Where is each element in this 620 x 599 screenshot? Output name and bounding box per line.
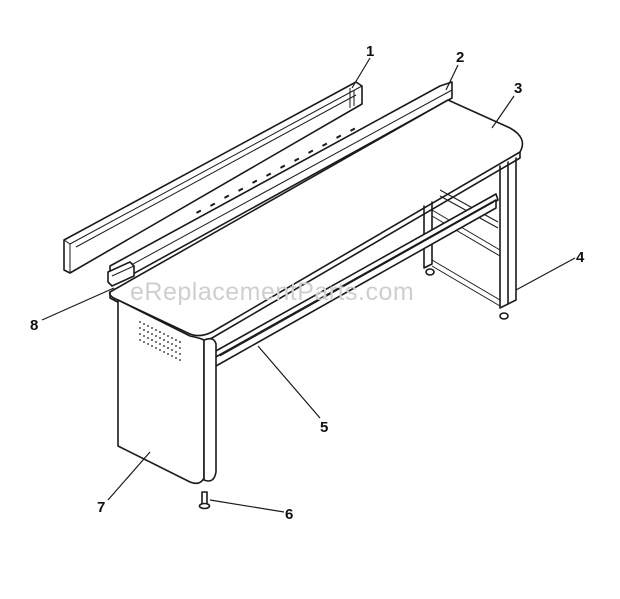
part-6-leveling-foot: [198, 491, 211, 510]
callout-4: 4: [576, 249, 585, 266]
callout-3: 3: [514, 80, 522, 97]
callouts: 1 2 3 4 5 6 7 8: [30, 43, 585, 523]
part-7-left-end-panel: [117, 299, 217, 485]
rail-slots: [196, 127, 356, 214]
part-8-bracket: [107, 261, 135, 287]
watermark-text: eReplacementParts.com: [130, 278, 414, 306]
vent-holes: [139, 321, 181, 361]
callout-leaders: [41, 57, 576, 513]
callout-2: 2: [456, 49, 464, 66]
callout-8: 8: [30, 317, 38, 334]
callout-6: 6: [285, 506, 293, 523]
callout-7: 7: [97, 499, 105, 516]
callout-5: 5: [320, 419, 328, 436]
callout-1: 1: [366, 43, 374, 60]
